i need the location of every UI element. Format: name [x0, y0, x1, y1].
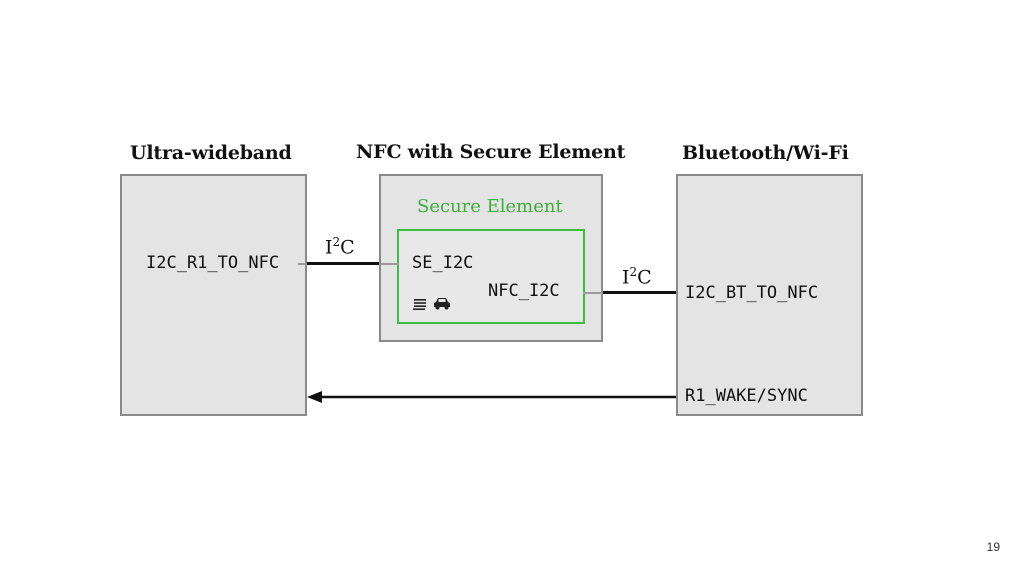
heading-ultra-wideband: Ultra-wideband: [130, 142, 292, 164]
list-lines-icon: [413, 299, 426, 310]
secure-element-title: Secure Element: [417, 196, 563, 217]
bt-wifi-block: [676, 174, 863, 416]
car-icon: [434, 298, 450, 310]
wire-nfc-stub: [583, 292, 603, 294]
wire-nfc-to-bt: [603, 291, 676, 294]
uwb-block: [120, 174, 307, 416]
bus-label-i2c-left: I2C: [325, 235, 355, 259]
bus-label-i2c-right: I2C: [622, 265, 652, 289]
wire-se-stub: [379, 263, 399, 265]
secure-element-block: [397, 229, 585, 324]
heading-nfc-secure-element: NFC with Secure Element: [356, 141, 626, 163]
pin-nfc-i2c: NFC_I2C: [488, 281, 560, 301]
wire-uwb-to-se: [307, 262, 379, 265]
pin-i2c-r1-to-nfc: I2C_R1_TO_NFC: [146, 253, 280, 273]
slide-number: 19: [986, 540, 1000, 554]
pin-se-i2c: SE_I2C: [412, 253, 474, 273]
wire-uwb-stub: [298, 263, 308, 265]
pin-i2c-bt-to-nfc: I2C_BT_TO_NFC: [685, 283, 819, 303]
heading-bluetooth-wifi: Bluetooth/Wi-Fi: [682, 142, 849, 164]
pin-r1-wake-sync: R1_WAKE/SYNC: [685, 386, 808, 406]
